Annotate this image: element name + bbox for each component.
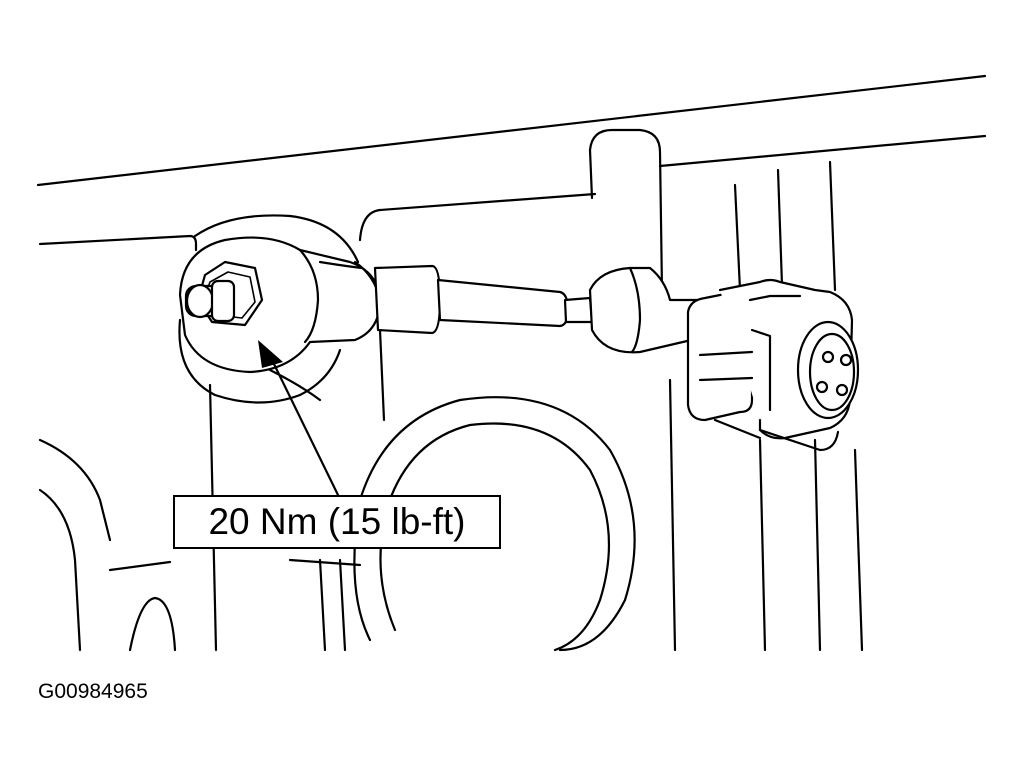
- torque-callout-box: 20 Nm (15 lb-ft): [173, 495, 501, 549]
- callout-arrow-icon: [258, 340, 340, 497]
- connector-pins-icon: [796, 320, 860, 420]
- sensor-cable: [373, 264, 594, 335]
- connector-housing: [588, 266, 854, 452]
- sensor-flange: [178, 214, 360, 404]
- sensor-nut-icon: [184, 260, 264, 327]
- torque-label: 20 Nm (15 lb-ft): [208, 501, 466, 542]
- figure-id: G00984965: [38, 680, 148, 703]
